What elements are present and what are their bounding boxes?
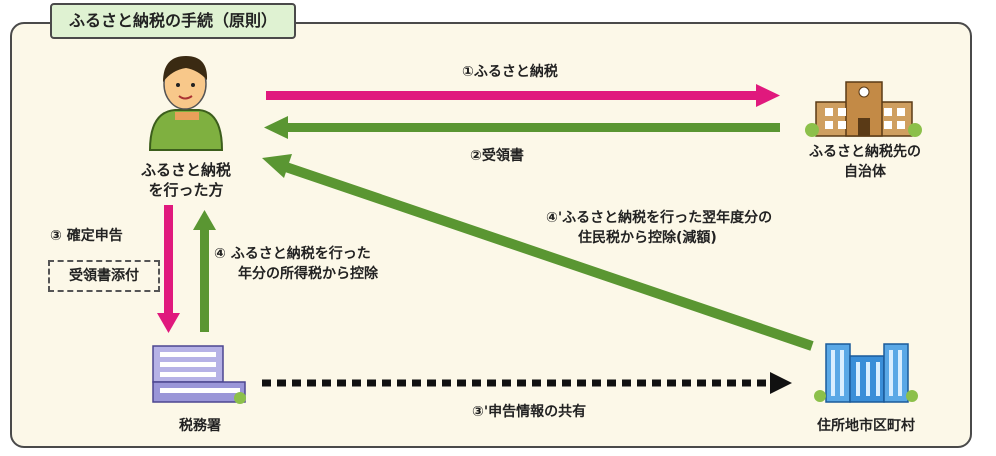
tax-office-building-icon [152,345,246,404]
arrow-income-tax-deduction [193,210,216,332]
arrow-tax-return [157,205,180,333]
arrow-info-sharing [262,372,792,394]
city-hall-building-icon [814,343,918,403]
municipality-label: ふるさと納税先の 自治体 [790,142,940,182]
step-1-label: ①ふるさと納税 [462,64,558,80]
step-3-prime-label: ③'申告情報の共有 [472,404,587,420]
donor-label: ふるさと納税 を行った方 [118,160,254,200]
step-4-prime-label: ④'ふるさと納税を行った翌年度分の 住民税から控除(減額) [546,208,772,248]
step-4-prime-label-line-1: ④'ふるさと納税を行った翌年度分の [546,210,773,226]
diagram-title: ふるさと納税の手続（原則） [50,3,296,39]
arrow-resident-tax-deduction [262,154,814,351]
donor-label-line-2: を行った方 [148,181,224,199]
receipt-attached-box: 受領書添付 [48,260,160,292]
step-4-label: ④ ふるさと納税を行った 年分の所得税から控除 [214,244,378,284]
step-4-prime-label-line-2: 住民税から控除(減額) [578,230,717,246]
step-4-label-line-1: ④ ふるさと納税を行った [214,246,371,262]
person-icon [148,56,224,151]
step-2-label: ②受領書 [470,148,524,164]
municipality-label-line-1: ふるさと納税先の [809,144,921,160]
step-4-label-line-2: 年分の所得税から控除 [238,266,378,282]
tax-office-label: 税務署 [179,418,221,434]
town-hall-icon [805,81,922,137]
step-3-label: ③ 確定申告 [50,228,123,244]
arrow-furusato-payment [266,84,780,107]
arrow-receipt [264,116,780,139]
local-government-label: 住所地市区町村 [817,418,915,434]
donor-label-line-1: ふるさと納税 [140,161,231,179]
municipality-label-line-2: 自治体 [844,164,886,180]
